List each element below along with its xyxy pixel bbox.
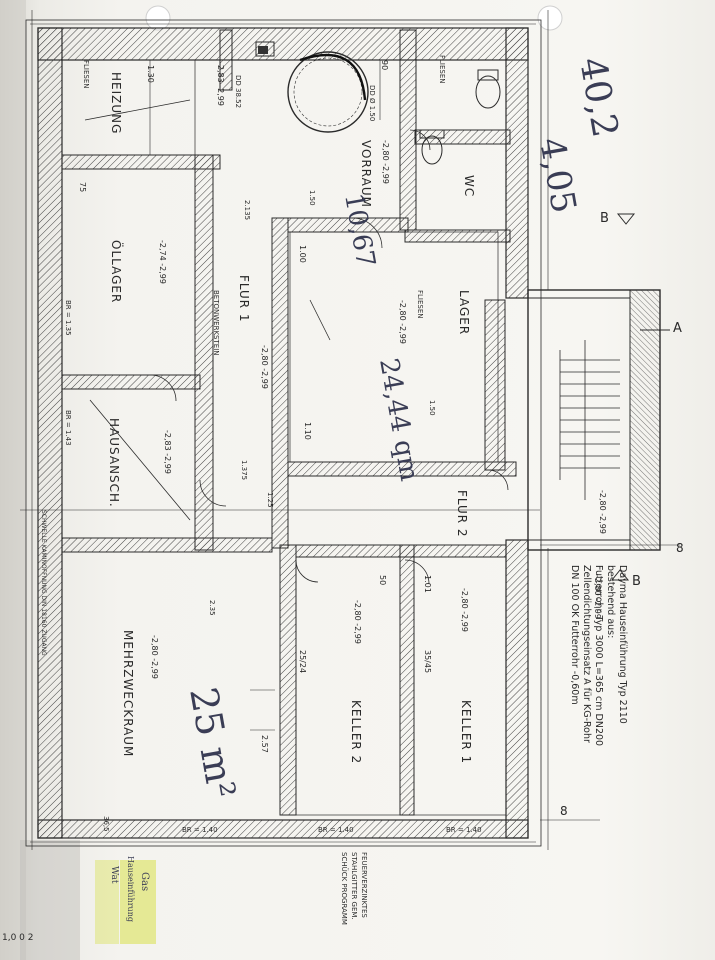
svg-text:Dayma Hauseinführung Typ 2110: Dayma Hauseinführung Typ 2110	[617, 565, 628, 724]
svg-text:4,05: 4,05	[531, 135, 584, 216]
room-hausansch: HAUSANSCH.	[107, 418, 121, 508]
svg-text:Futterrohr Typ 3000 L=365 cm D: Futterrohr Typ 3000 L=365 cm DN200	[593, 565, 604, 746]
svg-text:A: A	[673, 321, 682, 336]
svg-text:35/45: 35/45	[423, 650, 432, 673]
svg-text:STAHLGITTER GEM.: STAHLGITTER GEM.	[350, 852, 358, 920]
svg-text:2.135: 2.135	[243, 200, 251, 220]
scan-shadow	[20, 840, 80, 960]
room-vorraum: VORRAUM	[359, 140, 373, 208]
punch-hole-left	[145, 5, 171, 31]
dimension-lines	[20, 10, 680, 850]
svg-text:1.50: 1.50	[308, 190, 316, 206]
door-swings	[149, 129, 509, 585]
section-marks: B B A 8 8	[560, 211, 684, 818]
svg-text:2.57: 2.57	[260, 735, 269, 753]
svg-text:-2,80 -2,99: -2,80 -2,99	[398, 300, 407, 344]
installation-note: Dayma Hauseinführung Typ 2110 bestehend …	[569, 565, 628, 746]
svg-text:DN 100 OK Futterrohr -0,60m: DN 100 OK Futterrohr -0,60m	[569, 565, 580, 705]
svg-text:1.01: 1.01	[423, 575, 432, 593]
svg-text:25 m²: 25 m²	[181, 684, 244, 802]
svg-text:FLIESEN: FLIESEN	[416, 290, 424, 319]
svg-text:-2,83 -2,99: -2,83 -2,99	[163, 430, 172, 474]
svg-text:DD 38.52: DD 38.52	[234, 75, 242, 108]
svg-text:BR = 1.40: BR = 1.40	[318, 826, 354, 834]
dimension-labels: 90 1.30 1.00 2.135 75 1.50 1.01 50 1.10 …	[78, 60, 436, 832]
svg-text:25/24: 25/24	[298, 650, 307, 673]
svg-text:-2,80 -2,99: -2,80 -2,99	[593, 575, 602, 619]
room-labels: HEIZUNG VORRAUM WC LAGER FLUR 1 FLUR 2 Ö…	[107, 72, 476, 764]
svg-text:Gas: Gas	[139, 872, 150, 891]
room-keller1: KELLER 1	[459, 700, 473, 764]
svg-text:75: 75	[78, 182, 87, 192]
level-annotations: -2,83 -2,99 -2,80 -2,99 -2,80 -2,99 -2,7…	[150, 62, 607, 679]
svg-text:FLIESEN: FLIESEN	[438, 55, 446, 84]
room-oellager: ÖLLAGER	[109, 240, 125, 303]
outer-walls	[25, 19, 542, 847]
stamp-block: FEUERVERZINKTES STAHLGITTER GEM. SCHÜCK …	[340, 852, 368, 925]
svg-text:SCHÜCK PROGRAMM: SCHÜCK PROGRAMM	[340, 852, 349, 925]
svg-text:FLIESEN: FLIESEN	[82, 60, 90, 89]
svg-text:Hauseinführung: Hauseinführung	[126, 856, 135, 922]
svg-text:-2,80 -2,99: -2,80 -2,99	[353, 600, 362, 644]
svg-text:90: 90	[380, 60, 389, 70]
round-vent-icon	[287, 51, 369, 133]
svg-text:1.50: 1.50	[428, 400, 436, 416]
room-outlines	[61, 59, 507, 816]
svg-text:40,2: 40,2	[571, 54, 625, 140]
margin-left-note: 1,0 0 2	[2, 933, 34, 943]
svg-text:BETONWERKSTEIN: BETONWERKSTEIN	[212, 290, 220, 356]
svg-text:36,5: 36,5	[102, 816, 110, 832]
interior-walls	[61, 29, 517, 816]
room-mehrzweck: MEHRZWECKRAUM	[121, 630, 135, 757]
svg-text:FEUERVERZINKTES: FEUERVERZINKTES	[360, 852, 368, 918]
svg-text:B: B	[600, 211, 609, 226]
svg-text:2.35: 2.35	[208, 600, 216, 616]
room-keller2: KELLER 2	[349, 700, 363, 764]
svg-text:8: 8	[676, 541, 684, 555]
svg-text:1.00: 1.00	[298, 245, 307, 263]
svg-text:8: 8	[560, 804, 568, 818]
diagonal-markers	[84, 99, 331, 521]
scan-edge	[0, 0, 26, 960]
punch-hole-right	[537, 5, 563, 31]
svg-text:1.30: 1.30	[146, 65, 155, 83]
box-icon	[255, 41, 275, 57]
svg-text:10,67: 10,67	[338, 191, 380, 270]
svg-text:bestehend aus:: bestehend aus:	[605, 565, 616, 638]
svg-text:50: 50	[378, 575, 387, 585]
room-heizung: HEIZUNG	[109, 72, 123, 134]
misc-labels: BR = 1.40 BR = 1.40 BR = 1.40 BR = 1.35 …	[64, 55, 482, 834]
box-fill-icon	[258, 46, 268, 54]
room-wc: WC	[462, 175, 476, 197]
svg-text:-2,80 -2,99: -2,80 -2,99	[150, 635, 159, 679]
svg-text:Wat: Wat	[109, 866, 119, 884]
wc-fixture-icon	[419, 69, 501, 165]
svg-text:-2,80 -2,99: -2,80 -2,99	[260, 345, 269, 389]
room-lager: LAGER	[457, 290, 471, 335]
svg-text:1.25: 1.25	[266, 492, 274, 508]
svg-text:-2,80 -2,99: -2,80 -2,99	[381, 140, 390, 184]
room-flur1: FLUR 1	[237, 275, 251, 323]
room-flur2: FLUR 2	[455, 490, 469, 538]
svg-text:B: B	[632, 574, 641, 589]
svg-text:BR = 1.35: BR = 1.35	[64, 300, 72, 336]
margin-note: SCHWELLE KAMINOFFNUNG DIN 18160 ZUGANG	[40, 510, 47, 656]
stair-well	[520, 289, 661, 551]
svg-text:Zellendichtungseinsatz A für: Zellendichtungseinsatz A für KG-Rohr	[581, 565, 592, 743]
svg-text:BR = 1.40: BR = 1.40	[182, 826, 218, 834]
highlighted-note: Gas Hauseinführung Wat	[95, 856, 156, 944]
svg-text:-2,74 -2,99: -2,74 -2,99	[158, 240, 167, 284]
svg-text:-2,80 -2,99: -2,80 -2,99	[598, 490, 607, 534]
svg-text:1.375: 1.375	[240, 460, 248, 480]
svg-text:-2,83 -2,99: -2,83 -2,99	[216, 62, 225, 106]
svg-text:-2,80 -2,99: -2,80 -2,99	[460, 588, 469, 632]
svg-text:BR = 1.40: BR = 1.40	[446, 826, 482, 834]
svg-text:1.10: 1.10	[303, 422, 312, 440]
svg-text:BR = 1.43: BR = 1.43	[64, 410, 72, 446]
svg-text:DD Ø 1.50: DD Ø 1.50	[368, 85, 376, 121]
